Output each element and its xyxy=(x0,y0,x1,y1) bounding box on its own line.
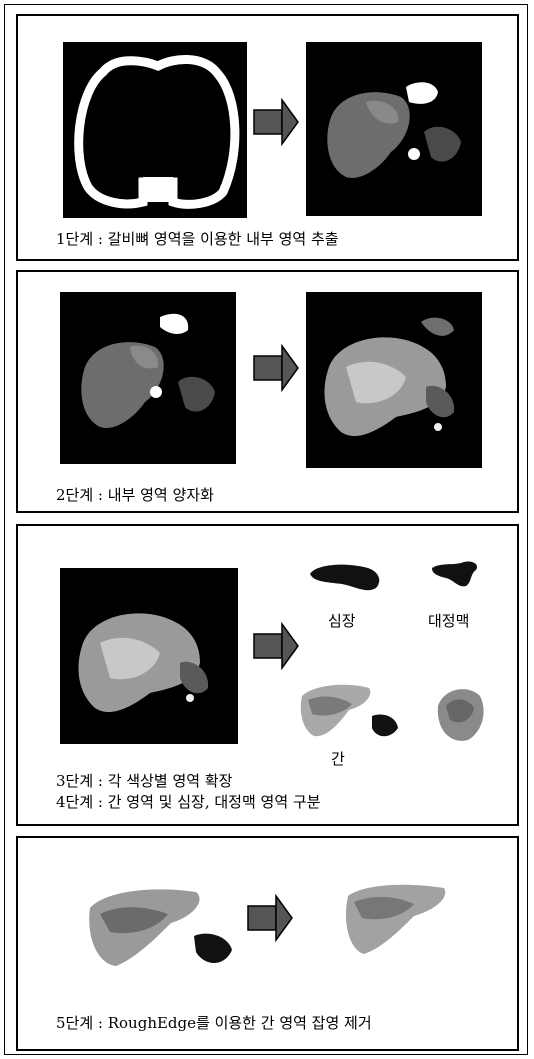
step4-caption: 4단계 : 간 영역 및 심장, 대정맥 영역 구분 xyxy=(56,791,321,812)
heart-label: 심장 xyxy=(328,610,356,631)
step5-panel: 5단계 : RoughEdge를 이용한 간 영역 잡영 제거 xyxy=(16,836,519,1051)
step2-panel: 2단계 : 내부 영역 양자화 xyxy=(16,270,519,513)
quantized-texture-image xyxy=(428,676,490,748)
liver-after-image xyxy=(334,876,464,972)
liver-before-image xyxy=(76,878,246,988)
extracted-interior-image xyxy=(306,42,482,216)
arrow-icon xyxy=(246,894,294,946)
vena-cava-label: 대정맥 xyxy=(428,610,469,631)
quantized-input-image xyxy=(60,568,238,744)
vena-cava-region-image xyxy=(428,556,484,594)
rib-mask-image xyxy=(63,42,247,218)
step1-panel: 1단계 : 갈비뼈 영역을 이용한 내부 영역 추출 xyxy=(16,14,519,261)
arrow-icon xyxy=(252,622,300,674)
step2-caption: 2단계 : 내부 영역 양자화 xyxy=(56,484,214,505)
arrow-icon xyxy=(252,344,300,396)
quantized-image xyxy=(306,292,482,468)
step5-caption: 5단계 : RoughEdge를 이용한 간 영역 잡영 제거 xyxy=(56,1012,372,1033)
liver-label: 간 xyxy=(331,748,345,769)
step34-panel: 심장 대정맥 간 3단계 : 각 색상별 영역 확장 4단계 : 간 영역 및 … xyxy=(16,524,519,826)
step3-caption: 3단계 : 각 색상별 영역 확장 xyxy=(56,770,232,791)
step1-caption: 1단계 : 갈비뼈 영역을 이용한 내부 영역 추출 xyxy=(56,228,339,249)
heart-region-image xyxy=(306,556,386,596)
interior-region-image xyxy=(60,292,236,464)
liver-region-image xyxy=(294,676,410,746)
arrow-icon xyxy=(252,98,300,150)
